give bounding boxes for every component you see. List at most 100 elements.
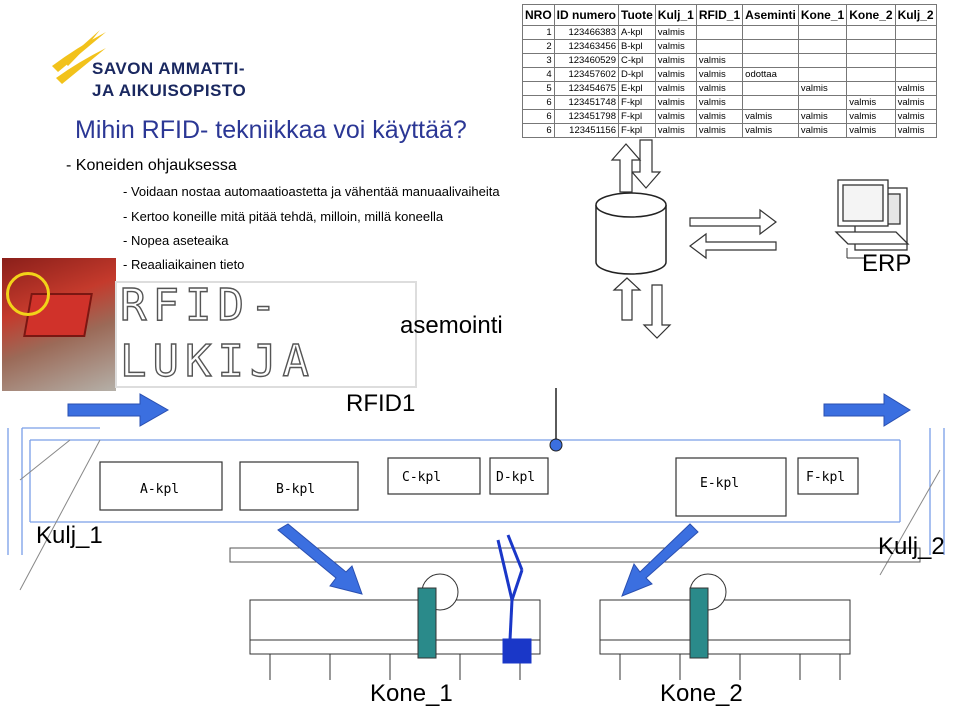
table-cell: D-kpl xyxy=(618,67,656,82)
table-cell: valmis xyxy=(797,81,848,96)
table-cell: 4 xyxy=(522,67,555,82)
table-cell xyxy=(742,39,799,54)
logo-mark-icon xyxy=(52,30,106,84)
table-cell xyxy=(846,25,896,40)
arrow-up xyxy=(610,143,642,193)
part-boxes xyxy=(99,457,859,517)
table-cell: valmis xyxy=(654,39,697,54)
table-cell xyxy=(846,67,896,82)
table-cell: 123466383 xyxy=(553,25,620,40)
table-cell: valmis xyxy=(797,109,848,124)
table-cell: 123451748 xyxy=(553,95,620,110)
column-header: ID numero xyxy=(553,4,620,26)
table-cell xyxy=(695,25,744,40)
table-cell: 6 xyxy=(522,95,555,110)
rfid-reader-pin xyxy=(549,438,563,452)
computer-icon xyxy=(834,179,910,251)
column-header: Tuote xyxy=(618,4,656,26)
part-e-box xyxy=(675,457,787,517)
conveyor-photo xyxy=(2,258,116,391)
table-cell: valmis xyxy=(654,25,697,40)
kone1-label: Kone_1 xyxy=(370,680,453,707)
table-cell: valmis xyxy=(695,123,744,138)
bullet-item: - Nopea aseteaika xyxy=(123,233,229,248)
blue-arrows xyxy=(67,393,911,597)
logo-line-1: SAVON AMMATTI- xyxy=(92,59,246,78)
column-header: RFID_1 xyxy=(695,4,744,26)
machine-kone1 xyxy=(249,573,541,680)
arrow-right xyxy=(689,208,777,236)
table-cell: odottaa xyxy=(742,67,799,82)
table-cell: 123457602 xyxy=(553,67,620,82)
rfid-sign-line2: LUKIJA xyxy=(120,336,315,387)
table-cell: 123451156 xyxy=(553,123,620,138)
machine-kone2 xyxy=(599,573,851,680)
table-cell xyxy=(797,25,848,40)
table-cell xyxy=(742,25,799,40)
table-cell xyxy=(797,39,848,54)
table-cell: valmis xyxy=(742,109,799,124)
table-cell: 123454675 xyxy=(553,81,620,96)
table-cell: valmis xyxy=(654,123,697,138)
table-cell: valmis xyxy=(654,67,697,82)
part-c-label: C-kpl xyxy=(402,470,441,485)
table-cell: 123463456 xyxy=(553,39,620,54)
kulj1-label: Kulj_1 xyxy=(36,522,103,549)
part-b-label: B-kpl xyxy=(276,482,315,497)
table-cell xyxy=(894,25,937,40)
part-c-box xyxy=(387,457,481,495)
bullet-item: - Reaaliaikainen tieto xyxy=(123,257,245,272)
part-f-label: F-kpl xyxy=(806,470,845,485)
arrow-to-kone1-icon xyxy=(277,523,363,595)
column-header: NRO xyxy=(522,4,555,26)
table-cell: 1 xyxy=(522,25,555,40)
table-cell: F-kpl xyxy=(618,95,656,110)
column-header: Aseminti xyxy=(742,4,799,26)
logo-line-2: JA AIKUISOPISTO xyxy=(92,81,247,100)
table-cell xyxy=(742,81,799,96)
table-cell xyxy=(742,53,799,68)
bullet-item: - Voidaan nostaa automaatioastetta ja vä… xyxy=(123,184,500,199)
table-cell: valmis xyxy=(894,123,937,138)
table-cell: 3 xyxy=(522,53,555,68)
table-cell: valmis xyxy=(695,53,744,68)
arrow-down xyxy=(630,139,662,189)
section-heading: - Koneiden ohjauksessa xyxy=(66,157,237,174)
table-cell: 6 xyxy=(522,109,555,124)
column-header: Kulj_2 xyxy=(894,4,937,26)
table-cell xyxy=(894,53,937,68)
table-cell xyxy=(846,53,896,68)
organization-logo: SAVON AMMATTI- JA AIKUISOPISTO xyxy=(92,58,246,102)
table-cell: valmis xyxy=(654,81,697,96)
table-cell xyxy=(894,67,937,82)
table-cell: 123451798 xyxy=(553,109,620,124)
table-cell: valmis xyxy=(695,67,744,82)
table-cell: valmis xyxy=(846,109,896,124)
table-cell xyxy=(894,39,937,54)
table-cell: 5 xyxy=(522,81,555,96)
part-a-label: A-kpl xyxy=(140,482,179,497)
part-b-box xyxy=(239,461,359,511)
part-e-label: E-kpl xyxy=(700,476,739,491)
table-cell: valmis xyxy=(695,81,744,96)
part-d-box xyxy=(489,457,549,495)
table-cell xyxy=(797,53,848,68)
part-d-label: D-kpl xyxy=(496,470,535,485)
part-f-box xyxy=(797,457,859,495)
table-cell xyxy=(742,95,799,110)
table-cell: valmis xyxy=(894,81,937,96)
table-cell: valmis xyxy=(797,123,848,138)
table-cell: 123460529 xyxy=(553,53,620,68)
table-cell: valmis xyxy=(654,109,697,124)
part-a-box xyxy=(99,461,223,511)
table-cell: valmis xyxy=(742,123,799,138)
table-cell: valmis xyxy=(846,123,896,138)
column-header: Kone_1 xyxy=(797,4,848,26)
